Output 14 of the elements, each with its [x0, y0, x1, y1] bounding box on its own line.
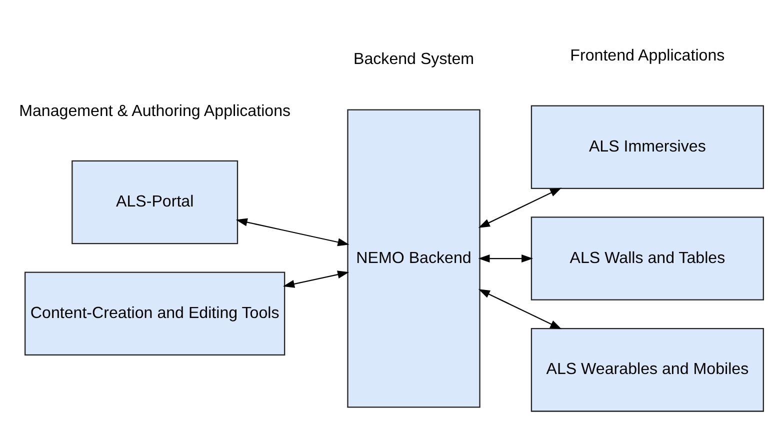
label: Management & Authoring Applications	[18, 102, 290, 120]
node-box: ALS Walls and Tables	[530, 216, 764, 300]
label: Backend System	[352, 50, 474, 68]
node-box: Content-Creation and Editing Tools	[24, 272, 285, 356]
node-box: ALS Immersives	[530, 105, 764, 190]
arrow	[478, 289, 562, 330]
label: Frontend Applications	[570, 46, 724, 65]
node-box: NEMO Backend	[346, 109, 480, 408]
arrow	[282, 270, 349, 288]
node-box: ALS Wearables and Mobiles	[530, 328, 764, 412]
arrow	[478, 254, 533, 263]
arrow	[235, 218, 349, 246]
arrow	[478, 188, 562, 228]
node-box: ALS-Portal	[71, 160, 238, 244]
